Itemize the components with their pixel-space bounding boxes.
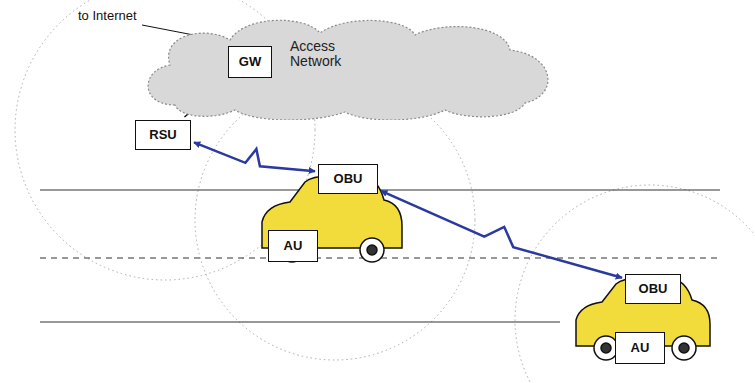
car bbox=[576, 278, 710, 360]
wireless-link bbox=[381, 191, 622, 278]
node-label: GW bbox=[239, 55, 261, 69]
node-label: AU bbox=[284, 239, 303, 253]
road-edge bbox=[40, 321, 560, 322]
node-label: OBU bbox=[639, 282, 668, 296]
node-label: RSU bbox=[149, 128, 176, 142]
coverage-circle bbox=[195, 80, 475, 360]
coverage-circle bbox=[515, 185, 755, 383]
cloud-outline bbox=[135, 15, 560, 120]
obu-box: OBU bbox=[318, 164, 378, 194]
rsu-box: RSU bbox=[135, 120, 191, 150]
access-network-cloud: Access NetworkGWRSU bbox=[135, 15, 560, 120]
obu-box: OBU bbox=[625, 274, 681, 304]
coverage-ranges bbox=[15, 0, 755, 383]
cloud-shape bbox=[148, 20, 548, 120]
region-label: Access Network bbox=[290, 39, 368, 70]
node-label: OBU bbox=[334, 172, 363, 186]
au-box: AU bbox=[268, 230, 318, 262]
wheel bbox=[360, 238, 384, 262]
au-box: AU bbox=[615, 332, 665, 364]
node-label: AU bbox=[631, 341, 650, 355]
wheel-hub bbox=[679, 343, 689, 353]
wireless-link bbox=[194, 142, 315, 171]
wheel-hub bbox=[601, 343, 611, 353]
note-label: to Internet bbox=[78, 8, 137, 23]
wheel bbox=[672, 336, 696, 360]
wheel-hub bbox=[367, 245, 377, 255]
gateway-box: GW bbox=[228, 46, 272, 78]
